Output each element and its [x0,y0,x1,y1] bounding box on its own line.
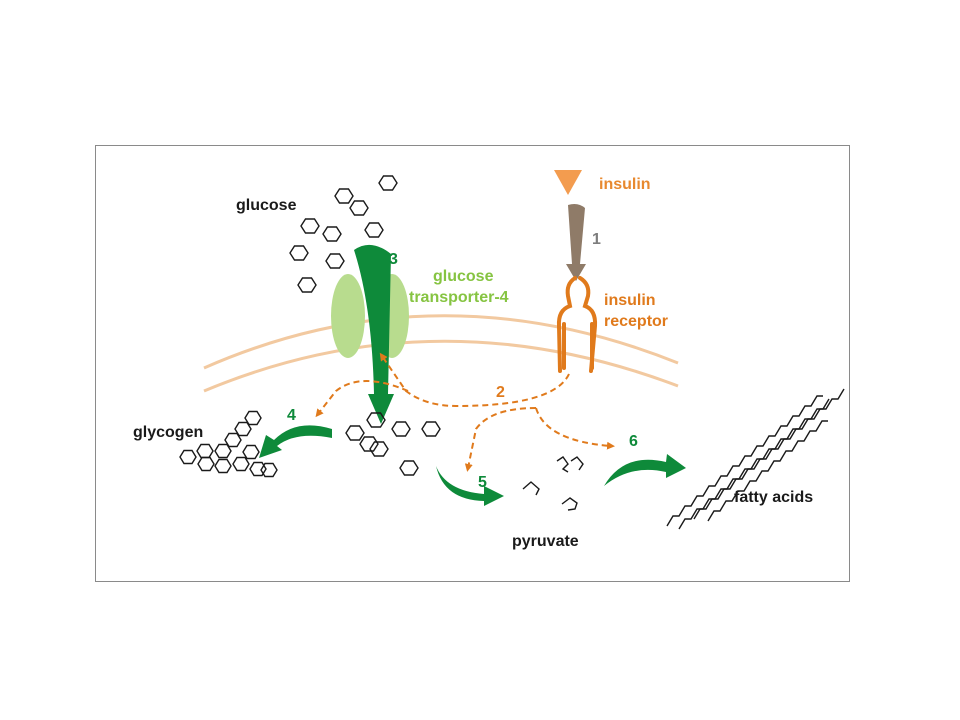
glucose-transporter-4-label-line2: transporter-4 [409,289,509,306]
insulin-molecule [554,170,582,195]
step-4-label: 4 [287,407,296,424]
insulin-receptor [556,276,598,373]
step-6-lipogenesis-arrow [604,454,686,486]
step-5-label: 5 [478,474,487,491]
step-1-label: 1 [592,231,601,248]
fatty-acid-chains [666,388,845,530]
intracellular-glucose-molecules [345,412,441,476]
step-6-label: 6 [629,433,638,450]
diagram-frame: insulin 1 insulin receptor glucose 3 glu… [95,145,850,582]
step-1-insulin-binding-arrow [566,204,586,281]
step-3-label: 3 [389,251,398,268]
pyruvate-label: pyruvate [512,533,579,550]
insulin-receptor-label-line2: receptor [604,313,668,330]
step-2-signaling-arrows [315,352,615,472]
glucose-transporter-4-label-line1: glucose [433,268,494,285]
glycogen-molecule [179,410,278,478]
cell-membrane [203,314,679,393]
pyruvate-molecules [522,456,584,511]
insulin-receptor-label-line1: insulin [604,292,656,309]
step-3-glucose-uptake-arrow [354,244,394,424]
insulin-glucose-pathway-diagram: insulin 1 insulin receptor glucose 3 glu… [133,170,845,550]
step-2-label: 2 [496,384,505,401]
fatty-acids-label: fatty acids [734,489,813,506]
insulin-label: insulin [599,176,651,193]
step-5-glycolysis-arrow [436,466,504,506]
glycogen-label: glycogen [133,424,203,441]
step-4-glycogenesis-arrow [259,425,332,458]
glucose-label: glucose [236,197,297,214]
